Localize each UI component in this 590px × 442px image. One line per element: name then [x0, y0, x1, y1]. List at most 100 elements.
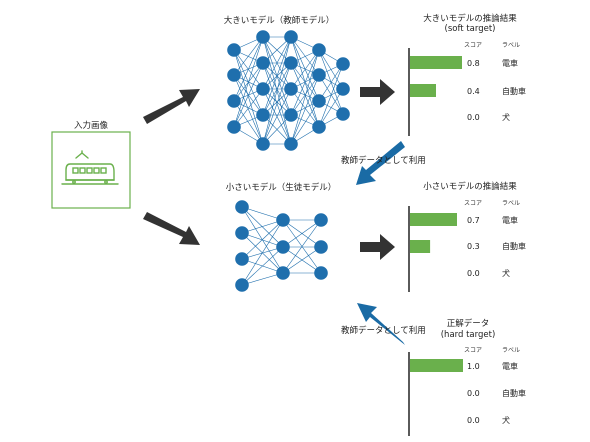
arrow-student-to-result: [360, 234, 395, 260]
student-connection: [241, 219, 284, 260]
teacher-result-title: 大きいモデルの推論結果: [423, 14, 517, 24]
teacher-connection: [233, 62, 264, 128]
teacher-node-2-0: [284, 30, 298, 44]
student-score-0: 0.7: [467, 216, 480, 225]
hard-score-1: 0.0: [467, 389, 480, 398]
teacher-node-3-3: [312, 120, 326, 134]
student-node-0-0: [235, 200, 249, 214]
student-node-2-0: [314, 213, 328, 227]
teacher-node-3-1: [312, 68, 326, 82]
teacher-connection: [290, 36, 320, 76]
student-label-header: ラベル: [502, 200, 521, 207]
hard-target-subtitle: (hard target): [440, 330, 496, 340]
arrow-input-to-student: [143, 212, 200, 245]
teacher-connection: [290, 49, 320, 90]
teacher-node-1-0: [256, 30, 270, 44]
teacher-node-0-2: [227, 94, 241, 108]
arrow-teacher-to-result: [360, 79, 395, 105]
teacher-node-1-1: [256, 56, 270, 70]
student-result-title: 小さいモデルの推論結果: [423, 182, 517, 192]
teacher-connection: [233, 74, 264, 145]
teacher-connection: [290, 100, 320, 145]
teacher-connection: [233, 49, 264, 145]
student-node-0-3: [235, 278, 249, 292]
arrow-hard-target-to-student: [357, 303, 405, 345]
student-connection: [241, 206, 284, 248]
student-connection: [241, 272, 284, 286]
teacher-score-header: スコア: [464, 42, 483, 49]
teacher-connection: [233, 36, 264, 102]
teacher-node-4-2: [336, 107, 350, 121]
teacher-model-title: 大きいモデル（教師モデル）: [223, 16, 335, 26]
teacher-connection: [233, 36, 264, 128]
teacher-connection: [318, 74, 344, 115]
student-result-bar-0: [410, 213, 457, 226]
student-node-1-2: [276, 266, 290, 280]
hard-label-1: 自動車: [502, 389, 526, 398]
student-connection: [282, 219, 322, 274]
teacher-result-bar-0: [410, 56, 462, 69]
teacher-node-1-2: [256, 82, 270, 96]
teacher-node-4-0: [336, 57, 350, 71]
hard-target-bar-0: [410, 359, 463, 372]
student-connection: [241, 219, 284, 234]
student-result-bar-1: [410, 240, 431, 253]
student-label-1: 自動車: [502, 242, 526, 251]
teacher-connection: [290, 74, 320, 145]
student-connection: [241, 219, 284, 286]
student-score-header: スコア: [464, 200, 483, 207]
teacher-connection: [318, 63, 344, 128]
teacher-connection: [233, 100, 264, 145]
teacher-data-label: 教師データとして利用: [341, 156, 426, 166]
arrow-soft-target-to-student: [356, 141, 405, 185]
student-node-1-0: [276, 213, 290, 227]
student-label-0: 電車: [502, 216, 518, 225]
teacher-node-4-1: [336, 82, 350, 96]
student-node-0-1: [235, 226, 249, 240]
student-node-0-2: [235, 252, 249, 266]
student-connection: [241, 206, 284, 221]
input-image-title: 入力画像: [73, 121, 109, 131]
teacher-connection: [262, 36, 292, 90]
student-connection: [241, 246, 284, 286]
teacher-score-2: 0.0: [467, 113, 480, 122]
student-node-2-1: [314, 240, 328, 254]
teacher-connection: [290, 74, 320, 116]
teacher-label-2: 犬: [502, 113, 510, 122]
teacher-connection: [233, 36, 264, 76]
student-model-title: 小さいモデル（生徒モデル）: [225, 183, 337, 193]
student-label-2: 犬: [502, 269, 510, 278]
teacher-node-2-3: [284, 108, 298, 122]
teacher-score-0: 0.8: [467, 59, 480, 68]
teacher-connection: [318, 63, 344, 102]
student-node-1-1: [276, 240, 290, 254]
teacher-label-header: ラベル: [502, 42, 521, 49]
teacher-node-3-0: [312, 43, 326, 57]
hard-score-2: 0.0: [467, 416, 480, 425]
teacher-connection: [262, 36, 292, 145]
student-score-1: 0.3: [467, 242, 480, 251]
teacher-network: [227, 30, 350, 151]
teacher-node-2-4: [284, 137, 298, 151]
hard-label-header: ラベル: [502, 347, 521, 354]
hard-label-0: 電車: [502, 362, 518, 371]
teacher-connection: [290, 49, 320, 116]
hard-target-title: 正解データ: [446, 319, 490, 329]
hard-label-2: 犬: [502, 416, 510, 425]
teacher-score-1: 0.4: [467, 87, 480, 96]
student-network: [235, 200, 328, 292]
student-connection: [282, 219, 322, 248]
train-icon: [61, 150, 119, 185]
teacher-connection: [262, 88, 292, 145]
teacher-connection: [233, 88, 264, 128]
teacher-node-0-1: [227, 68, 241, 82]
teacher-result-subtitle: (soft target): [444, 24, 496, 34]
teacher-node-1-4: [256, 137, 270, 151]
teacher-connection: [318, 88, 344, 128]
teacher-node-0-0: [227, 43, 241, 57]
student-node-2-2: [314, 266, 328, 280]
student-score-2: 0.0: [467, 269, 480, 278]
teacher-label-1: 自動車: [502, 87, 526, 96]
teacher-node-2-2: [284, 82, 298, 96]
